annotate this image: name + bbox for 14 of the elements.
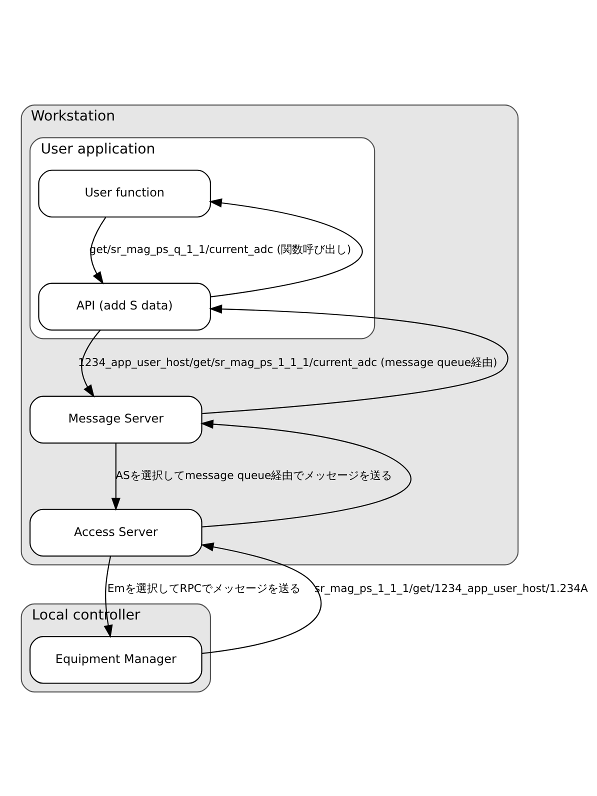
- node-box: Access Server: [30, 508, 202, 556]
- arrow: [200, 419, 411, 527]
- arrow: [81, 329, 101, 398]
- node-box: Equipment Manager: [30, 635, 202, 684]
- arrow: [202, 304, 508, 414]
- node-box: API (add S data): [38, 282, 211, 330]
- edge-label: Emを選択してRPCでメッセージを送る: [107, 581, 301, 594]
- arrow: [208, 198, 363, 297]
- node-box: User function: [38, 169, 211, 218]
- node-box: Message Server: [30, 395, 202, 444]
- arrow: [90, 216, 106, 284]
- arrow: [200, 542, 322, 654]
- arrow: [111, 442, 120, 510]
- arrow: [104, 556, 113, 638]
